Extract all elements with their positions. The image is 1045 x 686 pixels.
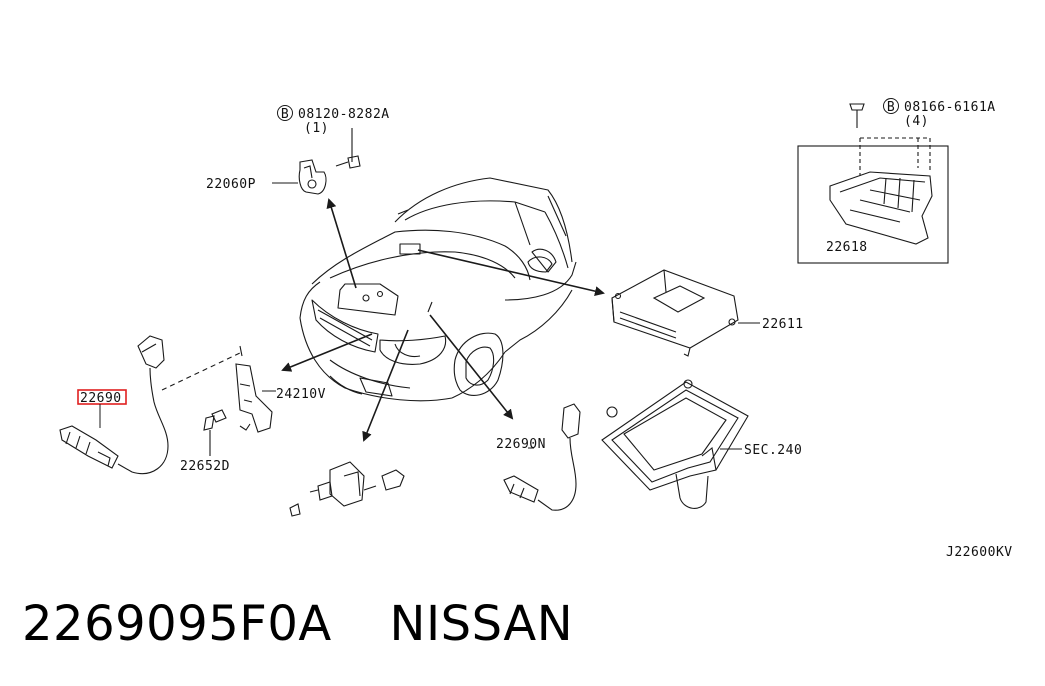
bracket-part xyxy=(203,363,273,456)
footer-caption: 2269095F0A NISSAN xyxy=(22,596,573,652)
o2-sensor-rear-part xyxy=(503,403,581,511)
bolt-spec-right-label: 08166-6161A xyxy=(904,100,996,115)
o2-sensor-front-part xyxy=(59,335,243,474)
bolt-spec-left-label: 08120-8282A xyxy=(298,107,390,122)
brand-text: NISSAN xyxy=(389,596,574,652)
ecm-unit-label: 22611 xyxy=(762,317,804,332)
bracket-bolt-label: 22652D xyxy=(180,459,230,474)
car-illustration xyxy=(299,177,577,402)
svg-text:B: B xyxy=(281,107,289,122)
section-ref-label: SEC.240 xyxy=(744,443,802,458)
diagram-code-label: J22600KV xyxy=(946,545,1013,560)
bracket-label: 24210V xyxy=(276,387,326,402)
bolt-qty-right-label: (4) xyxy=(904,114,929,129)
position-sensor-part xyxy=(289,461,405,517)
knock-sensor-part xyxy=(298,128,361,195)
bolt-symbol-right: B xyxy=(883,98,899,115)
o2-sensor-front-label: 22690 xyxy=(80,391,122,406)
callout-arrows xyxy=(281,198,605,442)
ecm-bracket-part xyxy=(797,103,949,264)
part-number-text: 2269095F0A xyxy=(22,596,332,652)
highlight-box xyxy=(77,389,127,405)
ecm-bracket-label: 22618 xyxy=(826,240,868,255)
ecm-unit-part xyxy=(611,269,739,357)
ecm-tray-part xyxy=(601,379,749,509)
svg-text:B: B xyxy=(887,100,895,115)
o2-sensor-rear-label: 22690N xyxy=(496,437,546,452)
knock-sensor-label: 22060P xyxy=(206,177,256,192)
bolt-symbol-left: B xyxy=(277,105,293,122)
bolt-qty-left-label: (1) xyxy=(304,121,329,136)
